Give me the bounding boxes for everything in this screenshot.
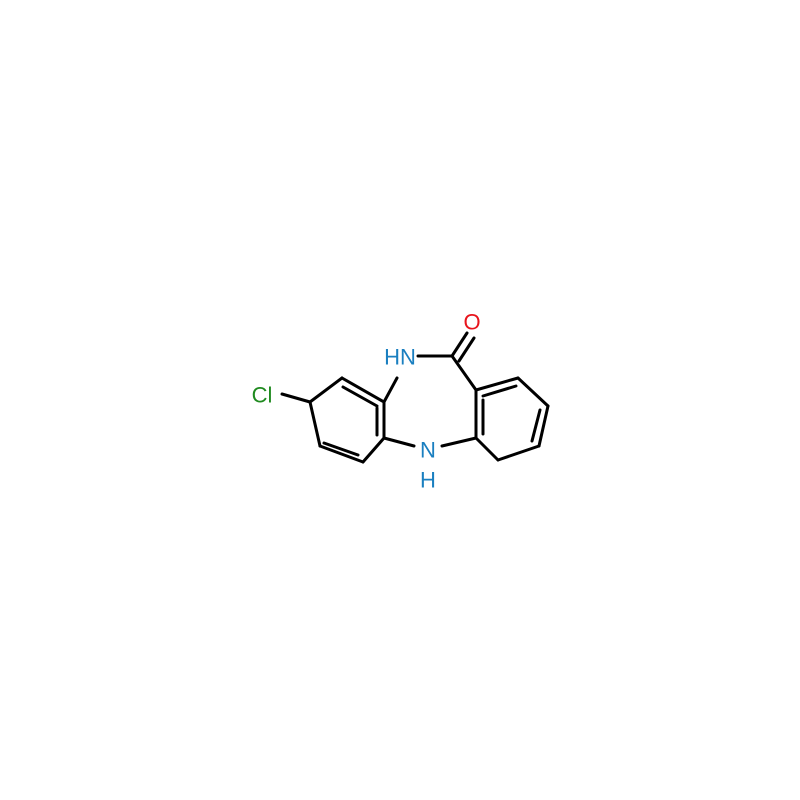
carbonyl-bond-inner bbox=[457, 336, 476, 363]
bond-r3-r4 bbox=[537, 404, 550, 448]
bond-c3-c4 bbox=[361, 436, 386, 464]
bond-r1-r2 bbox=[474, 376, 520, 392]
carbonyl-bond-outer bbox=[450, 331, 469, 358]
left-benzene-ring bbox=[308, 376, 386, 464]
bond-c1-c2 bbox=[340, 376, 386, 404]
bond-c4-c5 bbox=[318, 444, 365, 464]
right-benzene-ring bbox=[474, 376, 550, 462]
bond-c6-c1 bbox=[308, 376, 344, 404]
bond-c5-c6 bbox=[308, 400, 322, 448]
diazepine-ring bbox=[382, 354, 478, 448]
double-bond-inner-3 bbox=[322, 441, 360, 457]
bond-r2-r3 bbox=[516, 376, 550, 408]
double-bond-inner-1 bbox=[341, 385, 379, 408]
double-bond-inner-4 bbox=[481, 384, 518, 398]
double-bond-inner-5 bbox=[530, 408, 542, 443]
bond-r4-r5 bbox=[496, 444, 541, 462]
atom-oxygen: O bbox=[463, 310, 480, 335]
bond-c2-nh bbox=[382, 376, 399, 404]
carbonyl-double-bond bbox=[450, 331, 476, 363]
bond-carbonyl-c bbox=[450, 354, 478, 392]
bond-c3-n bbox=[382, 436, 416, 448]
atom-amide-nitrogen: HN bbox=[384, 345, 416, 370]
bond-n-c bbox=[440, 436, 478, 448]
atom-chlorine: Cl bbox=[252, 383, 273, 408]
atom-amine-hydrogen: H bbox=[420, 468, 436, 493]
bond-r5-r6 bbox=[474, 436, 500, 462]
bond-c-cl bbox=[280, 392, 312, 404]
atom-amine-nitrogen: N bbox=[420, 438, 436, 463]
